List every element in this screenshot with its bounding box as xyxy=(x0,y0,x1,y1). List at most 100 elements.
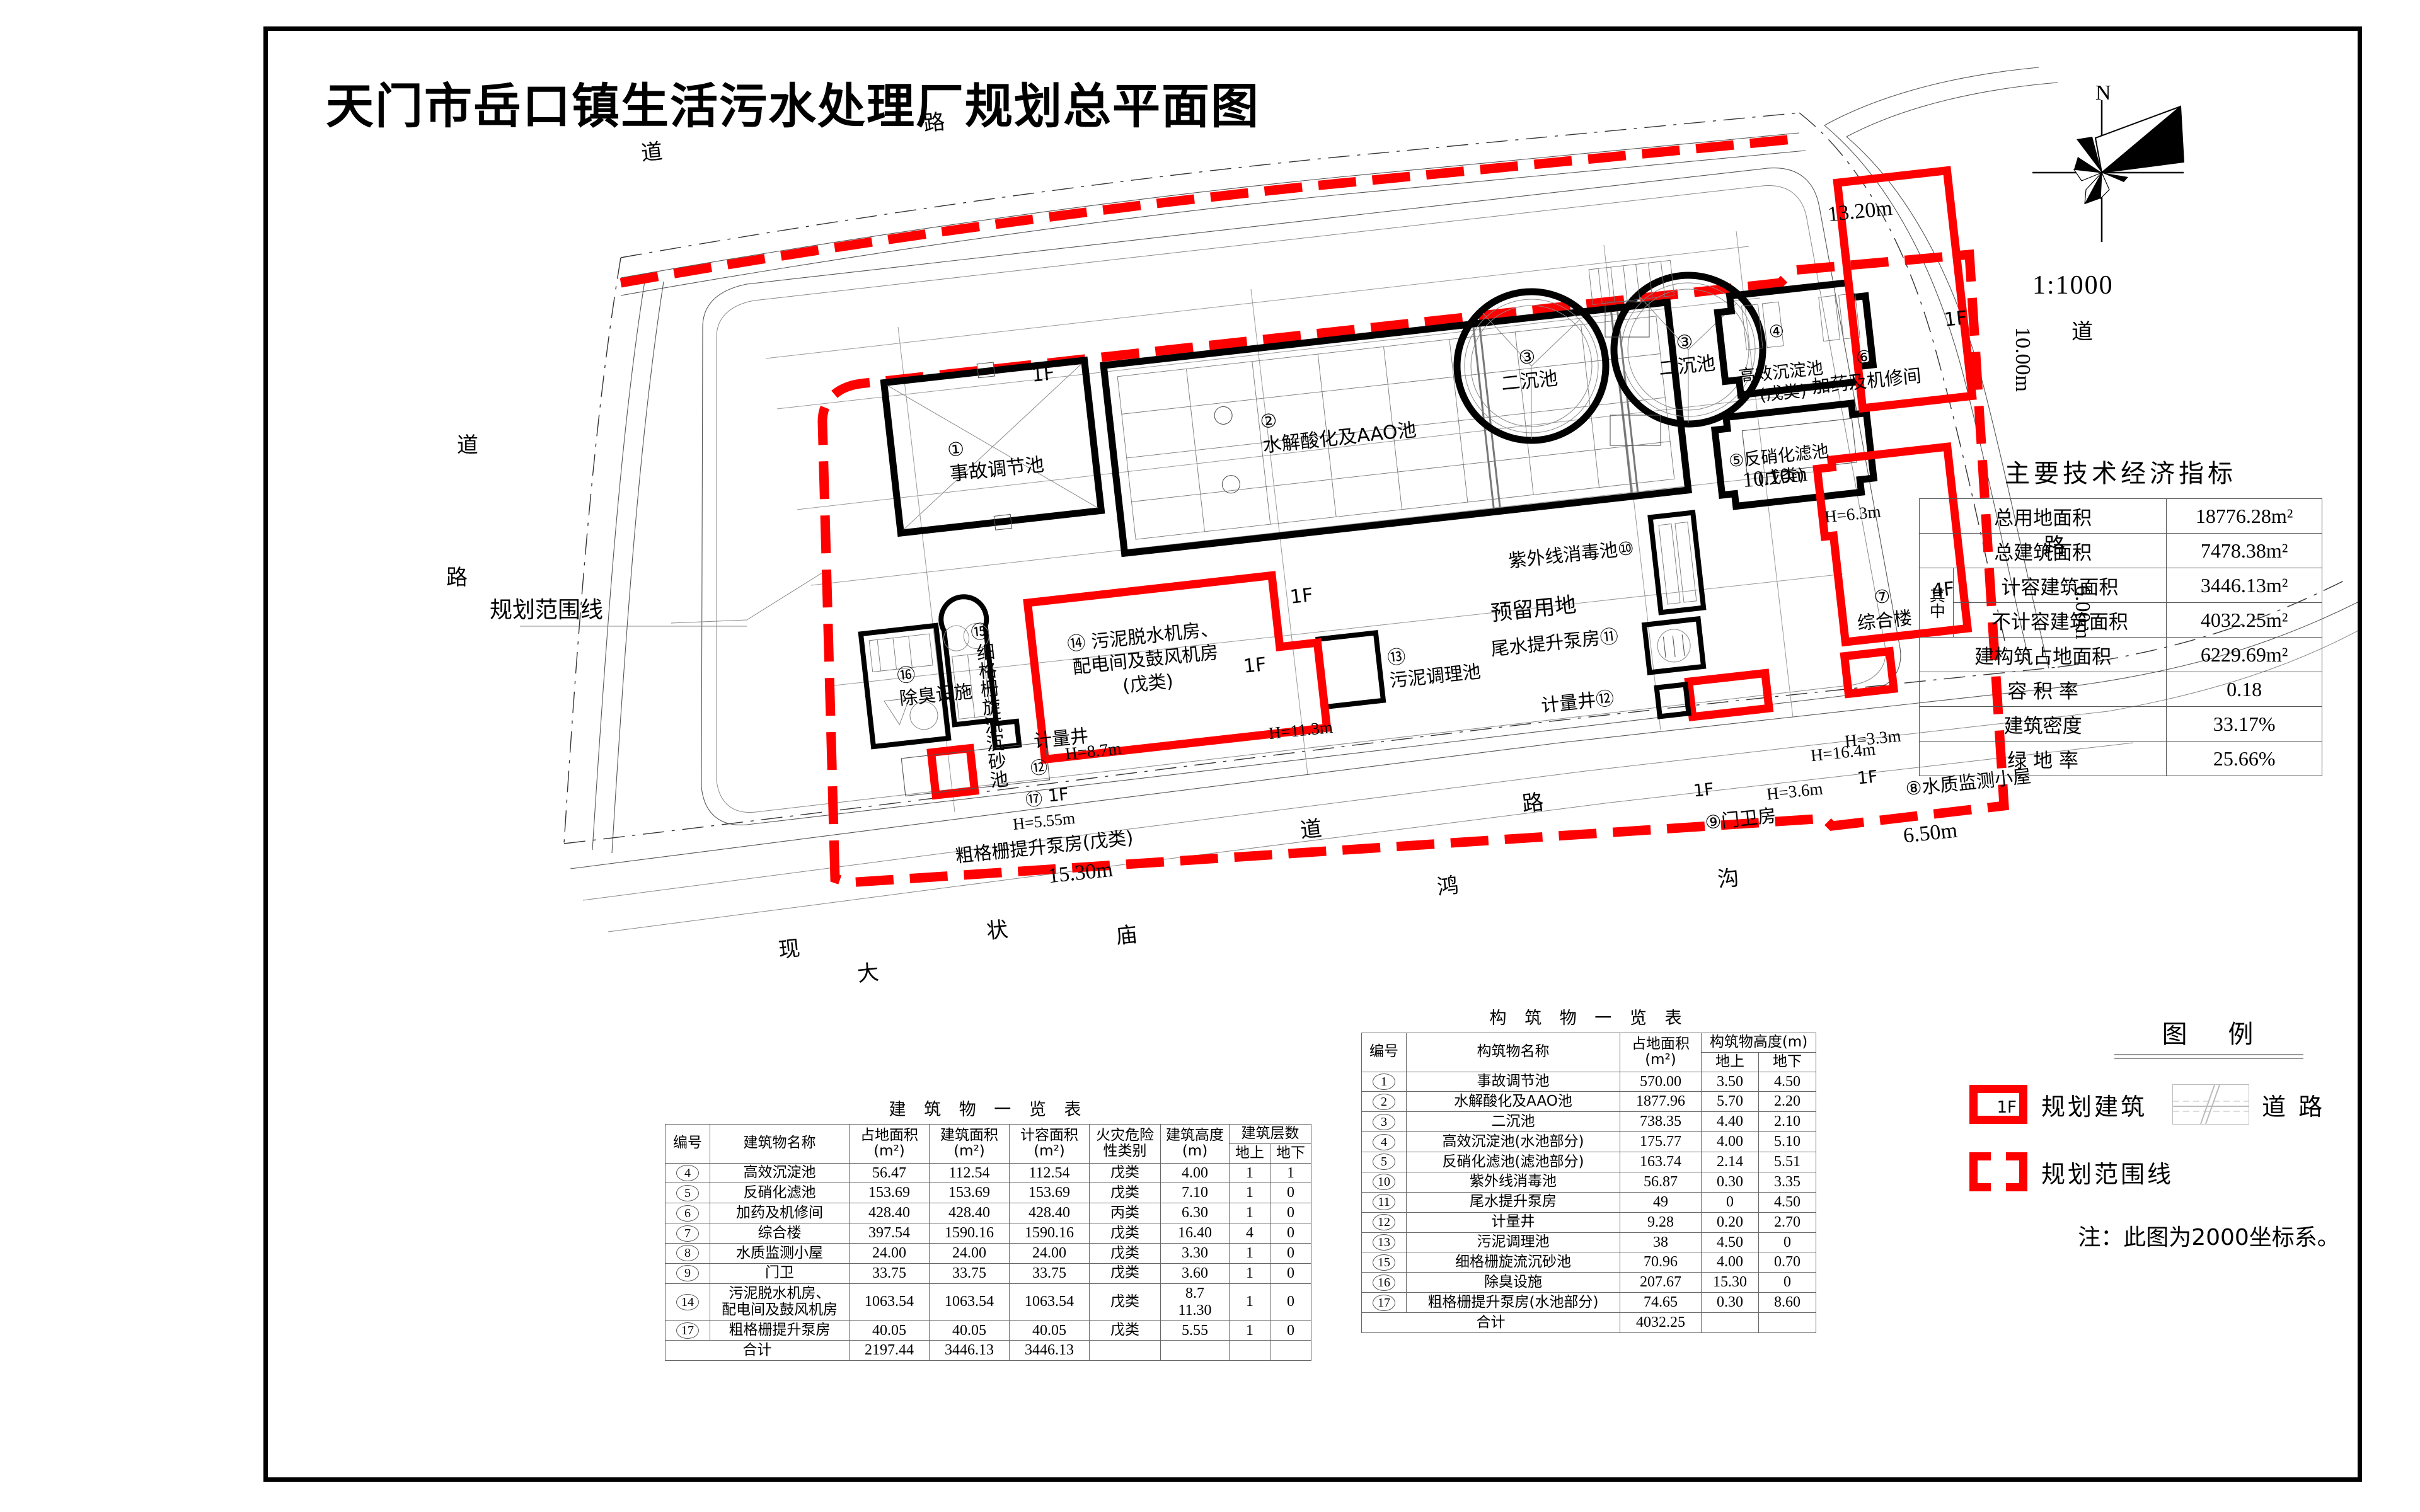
table-row: 13 污泥调理池 38 4.50 0 xyxy=(1361,1232,1816,1253)
legend-label-planned-building: 规划建筑 xyxy=(2041,1092,2148,1121)
legend-label-planning-boundary: 规划范围线 xyxy=(2041,1160,2174,1188)
site-plan-drawing: .thin{fill:none;stroke:#555;stroke-width… xyxy=(268,31,2358,1051)
cell-site: 74.65 xyxy=(1620,1292,1702,1313)
cell-no: 13 xyxy=(1361,1232,1407,1253)
cell-no: 15 xyxy=(1361,1252,1407,1273)
north-label: N xyxy=(2095,81,2111,105)
tech-label: 建构筑占地面积 xyxy=(1918,637,2167,672)
th-above: 地上 xyxy=(1701,1051,1759,1072)
cell-name: 门卫 xyxy=(710,1263,850,1284)
cell-far: 40.05 xyxy=(1009,1320,1090,1341)
cell-total-fire xyxy=(1089,1340,1161,1361)
legend-row-1: 1F 规划建筑 道 路 xyxy=(1969,1084,2358,1125)
cell-floor: 428.40 xyxy=(929,1203,1010,1224)
cell-site: 56.87 xyxy=(1620,1171,1702,1193)
tech-value: 18776.28m² xyxy=(2166,498,2322,534)
no-circle: 4 xyxy=(1373,1133,1395,1150)
feature-circle-1: ① xyxy=(946,438,966,462)
feature-circle-3a: ③ xyxy=(1517,345,1537,370)
cell-down: 5.10 xyxy=(1758,1131,1816,1152)
cell-no: 17 xyxy=(1361,1292,1407,1313)
cell-floor: 1063.54 xyxy=(929,1283,1010,1321)
cell-name: 二沉池 xyxy=(1406,1111,1620,1133)
cell-name: 紫外线消毒池 xyxy=(1406,1171,1620,1193)
feature-circle-17: ⑰ xyxy=(1024,789,1044,811)
cell-up: 0 xyxy=(1701,1191,1759,1213)
cell-total-up xyxy=(1701,1312,1759,1333)
cell-fire: 丙类 xyxy=(1089,1203,1161,1224)
cell-down: 4.50 xyxy=(1758,1071,1816,1092)
table-header-row: 编号 构筑物名称 占地面积 (m²) 构筑物高度(m) xyxy=(1361,1033,1816,1072)
table-row: 14 污泥脱水机房、 配电间及鼓风机房 1063.54 1063.54 1063… xyxy=(665,1283,1311,1321)
cell-floor: 33.75 xyxy=(929,1263,1010,1284)
tech-value: 3446.13m² xyxy=(2166,568,2322,603)
cell-down: 3.35 xyxy=(1758,1171,1816,1193)
no-circle: 5 xyxy=(676,1184,699,1201)
table-row: 17 粗格栅提升泵房 40.05 40.05 40.05 戊类 5.55 1 0 xyxy=(665,1320,1311,1341)
th-site-area: 占地面积 (m²) xyxy=(849,1124,930,1164)
cell-total-label: 合计 xyxy=(1361,1312,1620,1333)
cell-far: 33.75 xyxy=(1009,1263,1090,1284)
tech-row: 建构筑占地面积 6229.69m² xyxy=(1918,637,2322,672)
cell-down: 2.20 xyxy=(1758,1091,1816,1113)
cell-down: 0 xyxy=(1270,1243,1311,1264)
no-circle: 13 xyxy=(1373,1234,1395,1251)
cell-no: 1 xyxy=(1361,1071,1407,1092)
feature-name-12: 计量井 xyxy=(1540,689,1597,716)
feature-circle-3b: ③ xyxy=(1674,330,1695,355)
cell-up: 4.00 xyxy=(1701,1131,1759,1152)
table-row: 1 事故调节池 570.00 3.50 4.50 xyxy=(1361,1071,1816,1092)
buildings-schedule-table: 编号 建筑物名称 占地面积 (m²) 建筑面积 (m²) 计容面积 (m²) 火… xyxy=(665,1124,1311,1361)
technical-indicators-table: 总用地面积 18776.28m² 总建筑面积 7478.38m² 其中 计容建筑… xyxy=(1918,498,2322,776)
tech-value: 33.17% xyxy=(2166,706,2322,742)
cell-site: 38 xyxy=(1620,1232,1702,1253)
tech-row: 绿 地 率 25.66% xyxy=(1918,741,2322,776)
tech-value: 25.66% xyxy=(2166,741,2322,776)
cell-down: 0 xyxy=(1758,1272,1816,1293)
no-circle: 3 xyxy=(1373,1113,1395,1130)
planned-building-swatch-icon: 1F xyxy=(1969,1085,2027,1124)
cell-total-down xyxy=(1270,1340,1311,1361)
th-below: 地下 xyxy=(1758,1051,1816,1072)
cell-floor: 112.54 xyxy=(929,1162,1010,1184)
table-total-row: 合计 4032.25 xyxy=(1361,1312,1816,1333)
cell-name: 反硝化滤池(滤池部分) xyxy=(1406,1152,1620,1172)
buildings-schedule-title: 建 筑 物 一 览 表 xyxy=(889,1100,1088,1120)
cell-name: 加药及机修间 xyxy=(710,1203,850,1224)
cell-height: 7.10 xyxy=(1160,1183,1230,1204)
cell-up: 2.14 xyxy=(1701,1152,1759,1172)
cell-down: 5.51 xyxy=(1758,1152,1816,1172)
cell-down: 1 xyxy=(1270,1162,1311,1184)
feature-circle-9: ⑨ xyxy=(1703,810,1723,833)
cell-no: 4 xyxy=(1361,1131,1407,1152)
cell-site: 570.00 xyxy=(1620,1071,1702,1092)
feature-label-3a: ③ 二沉池 xyxy=(1497,343,1559,396)
feature-name-3b: 二沉池 xyxy=(1657,352,1717,381)
cell-up: 0.30 xyxy=(1701,1292,1759,1313)
cell-site: 70.96 xyxy=(1620,1252,1702,1273)
cell-no: 7 xyxy=(665,1223,710,1244)
th-no: 编号 xyxy=(665,1124,710,1164)
feature-label-5: ⑤反硝化滤池 (戊类) xyxy=(1726,421,1832,493)
feature-circle-5: ⑤ xyxy=(1727,450,1746,472)
table-row: 4 高效沉淀池 56.47 112.54 112.54 戊类 4.00 1 1 xyxy=(665,1162,1311,1184)
feature-name-3a: 二沉池 xyxy=(1500,367,1559,396)
th-floors: 建筑层数 xyxy=(1229,1124,1311,1144)
no-circle: 9 xyxy=(676,1265,699,1282)
cell-site: 163.74 xyxy=(1620,1152,1702,1172)
no-circle: 17 xyxy=(1373,1294,1395,1311)
cell-name: 尾水提升泵房 xyxy=(1406,1191,1620,1213)
tech-row: 总用地面积 18776.28m² xyxy=(1918,498,2322,534)
ditch-label-char-1: 现 xyxy=(777,936,802,963)
cell-up: 1 xyxy=(1229,1283,1270,1321)
cell-site: 56.47 xyxy=(849,1162,930,1184)
cell-no: 3 xyxy=(1361,1111,1407,1133)
cell-name: 高效沉淀池 xyxy=(710,1162,850,1184)
cell-far: 153.69 xyxy=(1009,1183,1090,1204)
no-circle: 14 xyxy=(676,1293,699,1310)
cell-no: 16 xyxy=(1361,1272,1407,1293)
th-far-area: 计容面积 (m²) xyxy=(1009,1124,1090,1164)
cell-far: 24.00 xyxy=(1009,1243,1090,1264)
table-row: 12 计量井 9.28 0.20 2.70 xyxy=(1361,1211,1816,1233)
cell-down: 0 xyxy=(1270,1320,1311,1341)
